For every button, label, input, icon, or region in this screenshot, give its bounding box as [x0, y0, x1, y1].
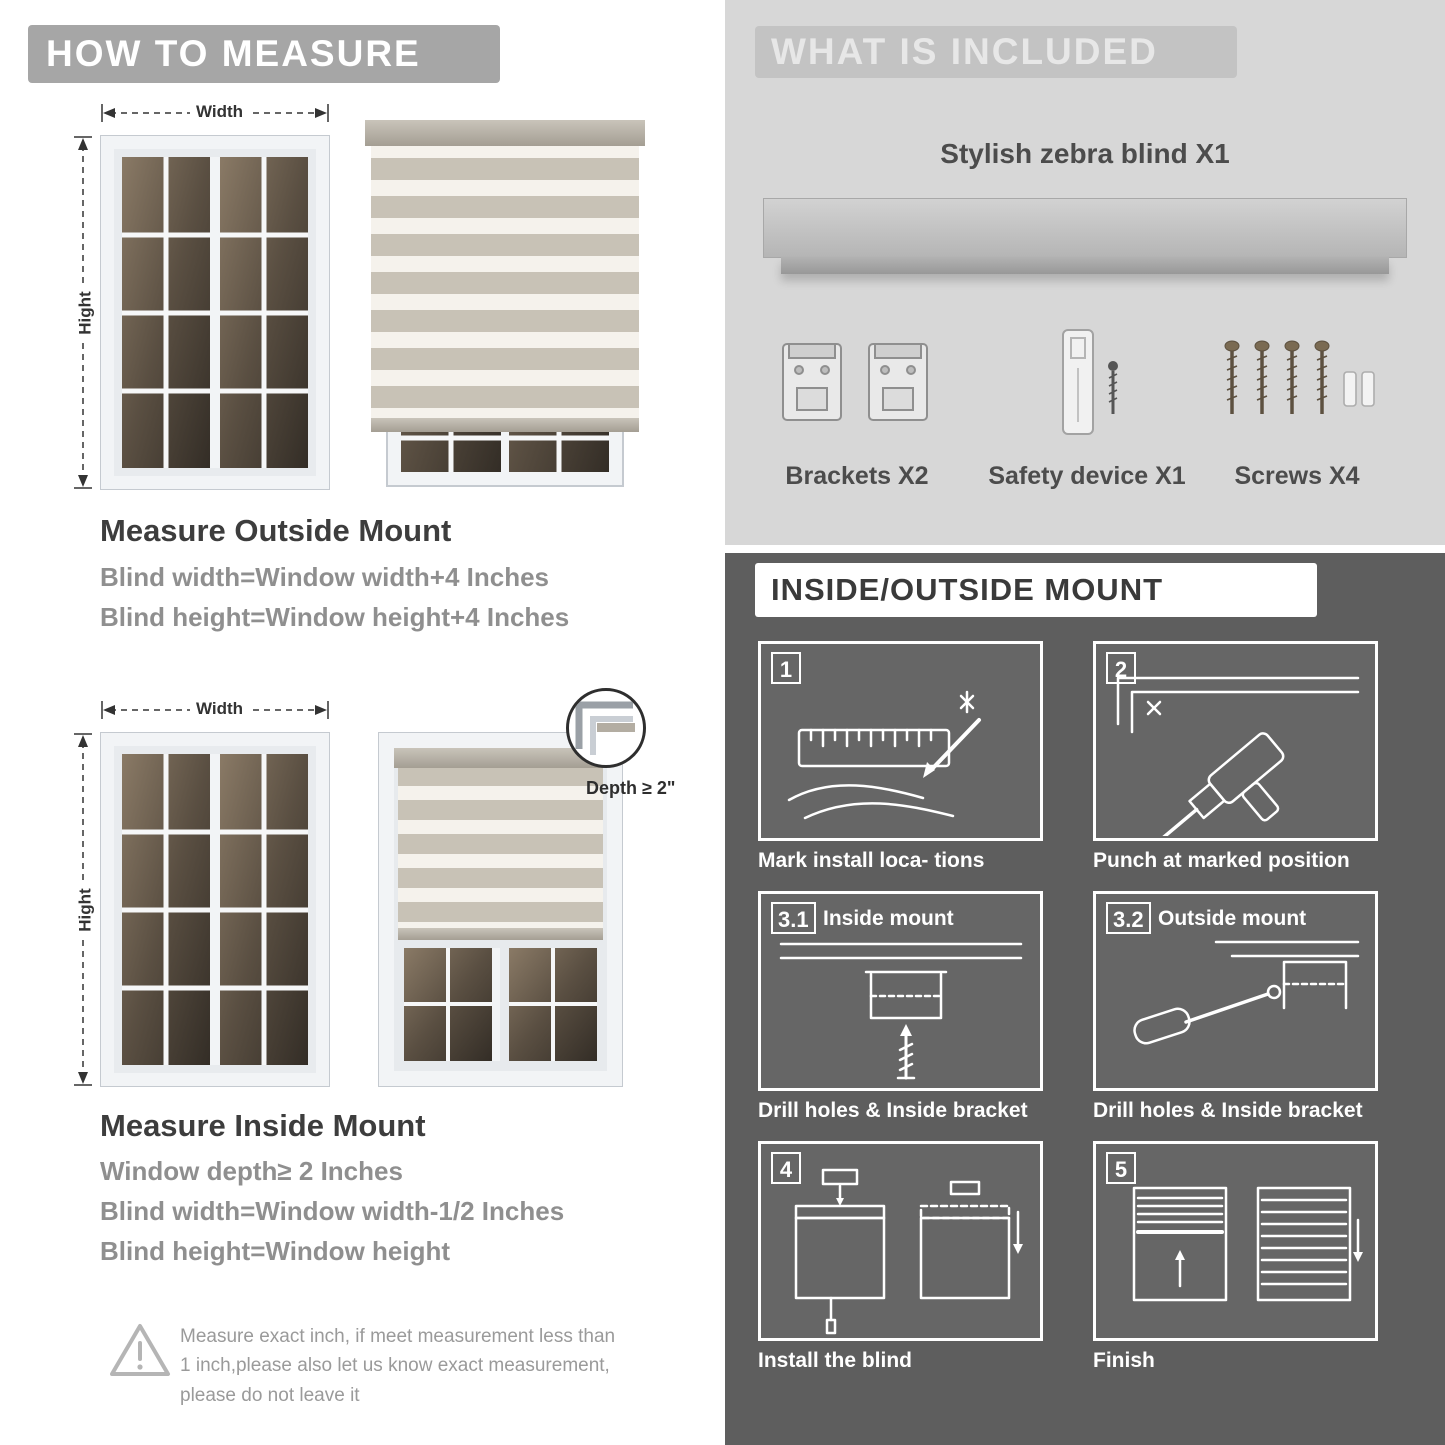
step-3-1-title: Inside mount — [823, 907, 954, 930]
step-5-number: 5 — [1106, 1152, 1136, 1184]
outside-mount-line2: Blind height=Window height+4 Inches — [100, 602, 570, 632]
step-3-2-caption: Drill holes & Inside bracket — [1093, 1099, 1363, 1122]
step-2-caption: Punch at marked position — [1093, 849, 1350, 872]
inside-mount-title: Measure Inside Mount — [100, 1108, 426, 1143]
step-3-2-panel: 3.2 Outside mount — [1093, 891, 1378, 1091]
step-5-caption: Finish — [1093, 1349, 1155, 1372]
how-to-measure-header: HOW TO MEASURE — [28, 25, 500, 83]
warning-text: Measure exact inch, if meet measurement … — [180, 1326, 616, 1406]
screws-icon — [1224, 340, 1375, 414]
step-1-panel: 1 — [758, 641, 1043, 841]
step-2-panel: 2 — [1093, 641, 1378, 841]
step-4-number: 4 — [771, 1152, 801, 1184]
height-label: Hight — [75, 882, 96, 938]
warning-icon — [110, 1324, 170, 1376]
what-is-included-header: WHAT IS INCLUDED — [755, 26, 1237, 78]
screws-label: Screws X4 — [1234, 462, 1360, 490]
step-3-1-number: 3.1 — [771, 902, 816, 934]
width-label: Width — [190, 102, 250, 122]
step-2-number: 2 — [1106, 652, 1136, 684]
inside-mount-line1: Window depth≥ 2 Inches — [100, 1156, 403, 1186]
depth-label: Depth ≥ 2" — [586, 778, 676, 798]
step-2-illustration — [1116, 676, 1360, 836]
height-label: Hight — [75, 285, 96, 341]
inside-mount-line2: Blind width=Window width-1/2 Inches — [100, 1196, 565, 1226]
step-3-1-illustration — [779, 942, 1023, 1080]
brackets-label: Brackets X2 — [785, 462, 929, 490]
step-1-caption: Mark install loca- tions — [758, 849, 985, 872]
window-inside-figure — [100, 732, 330, 1087]
window-outside-figure — [100, 135, 330, 490]
step-4-illustration — [794, 1168, 1023, 1335]
step-3-1-panel: 3.1 Inside mount — [758, 891, 1043, 1091]
blind-label: Stylish zebra blind X1 — [940, 138, 1230, 169]
zebra-blind-outside-figure — [365, 120, 645, 487]
step-4-panel: 4 — [758, 1141, 1043, 1341]
step-1-number: 1 — [771, 652, 801, 684]
mount-section: INSIDE/OUTSIDE MOUNT 1 — [725, 553, 1445, 1445]
mount-header: INSIDE/OUTSIDE MOUNT — [755, 563, 1317, 617]
depth-zoom-icon — [566, 688, 646, 768]
step-4-caption: Install the blind — [758, 1349, 913, 1372]
inside-mount-line3: Blind height=Window height — [100, 1236, 450, 1266]
zebra-blind-headrail-figure — [763, 198, 1407, 258]
brackets-icon — [782, 343, 928, 421]
step-5-illustration — [1132, 1186, 1363, 1302]
zebra-blind-inside-figure — [378, 732, 623, 1087]
step-5-panel: 5 — [1093, 1141, 1378, 1341]
zebra-blind-headrail-lip — [781, 257, 1389, 274]
safety-device-icon — [1062, 329, 1118, 435]
width-label: Width — [190, 699, 250, 719]
step-3-1-caption: Drill holes & Inside bracket — [758, 1099, 1028, 1122]
step-1-illustration — [787, 690, 981, 820]
outside-mount-line1: Blind width=Window width+4 Inches — [100, 562, 549, 592]
step-3-2-number: 3.2 — [1106, 902, 1151, 934]
what-is-included-section: WHAT IS INCLUDED Stylish zebra blind X1 — [725, 0, 1445, 545]
safety-device-label: Safety device X1 — [988, 462, 1186, 490]
step-3-2-illustration — [1133, 940, 1360, 1045]
step-3-2-title: Outside mount — [1158, 907, 1307, 930]
outside-mount-title: Measure Outside Mount — [100, 513, 452, 548]
